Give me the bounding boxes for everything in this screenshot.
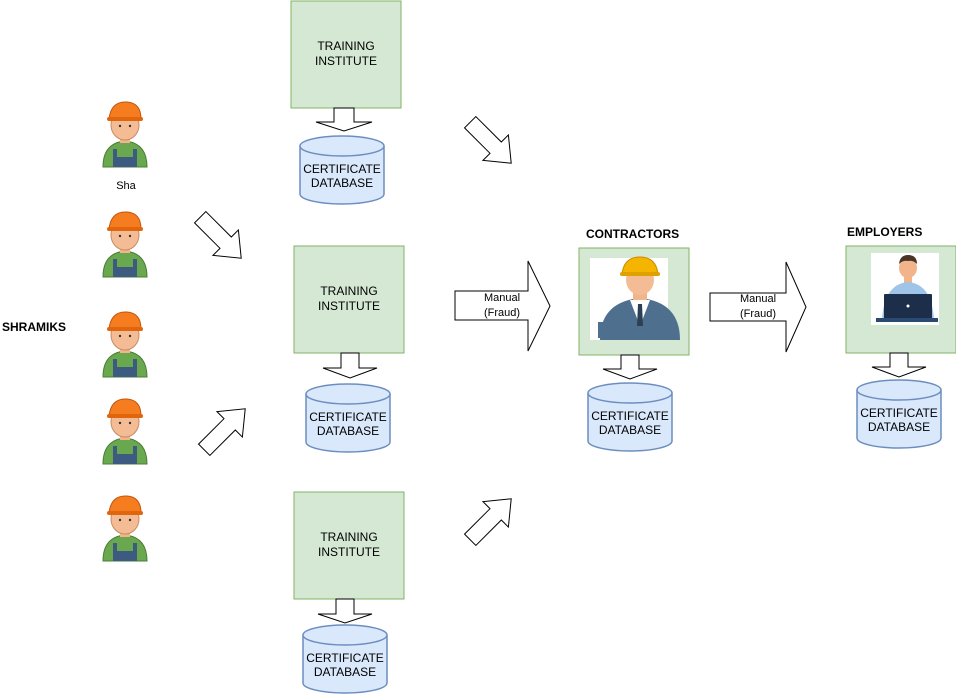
- svg-text:DATABASE: DATABASE: [599, 423, 661, 437]
- svg-text:CERTIFICATE: CERTIFICATE: [306, 651, 384, 665]
- svg-text:CERTIFICATE: CERTIFICATE: [309, 410, 387, 424]
- employer-laptop-icon: [876, 255, 938, 322]
- worker-2-icon: [98, 206, 152, 278]
- shramiks-label: SHRAMIKS: [2, 320, 66, 334]
- worker-caption: Sha: [116, 180, 136, 192]
- svg-text:(Fraud): (Fraud): [484, 307, 520, 319]
- svg-text:CERTIFICATE: CERTIFICATE: [591, 409, 669, 423]
- svg-text:DATABASE: DATABASE: [317, 424, 379, 438]
- svg-text:Manual: Manual: [740, 293, 776, 305]
- arrow-institute-1-to-db: [315, 107, 373, 132]
- svg-text:TRAINING: TRAINING: [320, 530, 377, 544]
- worker-5-icon: [98, 490, 152, 562]
- arrow-institute-3-to-contractors: [463, 498, 512, 547]
- worker-3-icon: [98, 306, 152, 378]
- training-institute-1: TRAINING INSTITUTE: [290, 0, 402, 109]
- employers-label: EMPLOYERS: [847, 225, 922, 239]
- svg-text:DATABASE: DATABASE: [314, 665, 376, 679]
- svg-text:Manual: Manual: [484, 292, 520, 304]
- certificate-database-3: CERTIFICATE DATABASE: [302, 624, 388, 694]
- svg-text:TRAINING: TRAINING: [317, 39, 374, 53]
- arrow-institute-2-to-db: [322, 352, 378, 379]
- svg-text:DATABASE: DATABASE: [868, 420, 930, 434]
- certificate-database-4: CERTIFICATE DATABASE: [587, 382, 673, 452]
- contractor-icon: [598, 256, 680, 340]
- arrow-institute-1-to-contractors: [463, 115, 512, 164]
- arrow-workers-to-institute-2: [197, 408, 246, 457]
- arrow-workers-to-institute-1: [193, 210, 242, 259]
- training-institute-3: TRAINING INSTITUTE: [293, 491, 405, 600]
- svg-text:INSTITUTE: INSTITUTE: [318, 545, 380, 559]
- svg-text:DATABASE: DATABASE: [311, 176, 373, 190]
- svg-text:TRAINING: TRAINING: [320, 284, 377, 298]
- svg-text:CERTIFICATE: CERTIFICATE: [303, 162, 381, 176]
- certificate-database-5: CERTIFICATE DATABASE: [856, 379, 942, 449]
- worker-4-icon: [98, 393, 152, 465]
- svg-text:INSTITUTE: INSTITUTE: [318, 299, 380, 313]
- training-institute-2: TRAINING INSTITUTE: [293, 245, 405, 354]
- arrow-contractors-to-db: [602, 354, 658, 380]
- certificate-database-2: CERTIFICATE DATABASE: [305, 383, 391, 453]
- svg-text:(Fraud): (Fraud): [740, 308, 776, 320]
- contractors-label: CONTRACTORS: [586, 227, 679, 241]
- arrow-employers-to-db: [871, 352, 927, 378]
- manual-fraud-arrow-2: Manual (Fraud): [709, 261, 807, 353]
- svg-text:CERTIFICATE: CERTIFICATE: [860, 406, 938, 420]
- arrow-institute-3-to-db: [317, 598, 373, 624]
- worker-1-icon: [98, 96, 152, 168]
- certificate-database-1: CERTIFICATE DATABASE: [299, 135, 385, 205]
- svg-text:INSTITUTE: INSTITUTE: [315, 54, 377, 68]
- manual-fraud-arrow-1: Manual (Fraud): [454, 260, 551, 352]
